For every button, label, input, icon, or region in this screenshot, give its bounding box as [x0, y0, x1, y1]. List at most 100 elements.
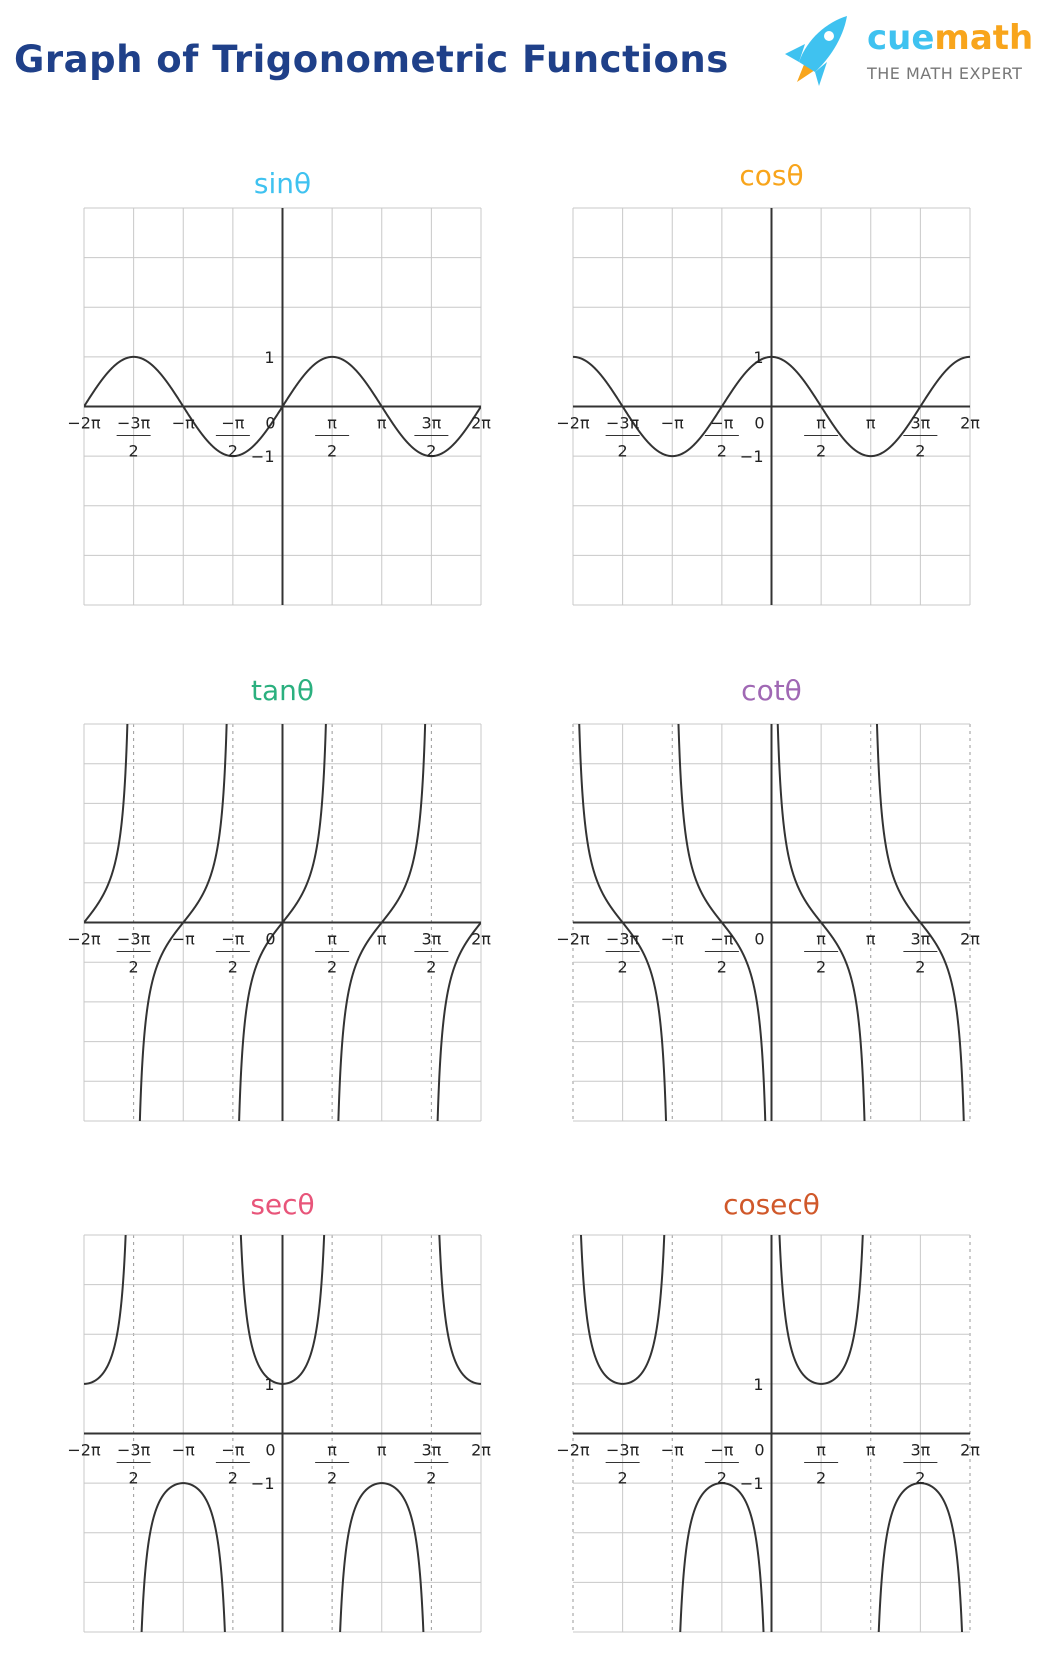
x-tick-label-denominator: 2	[327, 442, 337, 461]
x-tick-label: −3π	[606, 930, 640, 949]
x-tick-label: −π	[661, 930, 684, 949]
chart-title-sec: secθ	[250, 1188, 315, 1221]
x-tick-label: 3π	[910, 1441, 930, 1460]
y-tick-label: −1	[740, 447, 764, 466]
y-tick-label: −1	[251, 1474, 275, 1493]
x-tick-label-denominator: 2	[228, 958, 238, 977]
x-tick-label-denominator: 2	[816, 958, 826, 977]
y-tick-label: 1	[753, 348, 763, 367]
x-tick-label: −3π	[117, 1441, 151, 1460]
page-title: Graph of Trigonometric Functions	[14, 38, 729, 81]
x-tick-label-denominator: 2	[618, 442, 628, 461]
chart-title-cosec: cosecθ	[723, 1188, 820, 1221]
y-tick-label: −1	[740, 1474, 764, 1493]
x-tick-label-denominator: 2	[129, 442, 139, 461]
x-tick-label: −π	[221, 930, 244, 949]
rocket-icon	[785, 16, 847, 86]
x-tick-label: 2π	[471, 414, 491, 433]
x-tick-label-denominator: 2	[228, 1469, 238, 1488]
chart-title-cot: cotθ	[741, 674, 802, 707]
x-tick-label: −π	[710, 930, 733, 949]
x-tick-label: π	[866, 930, 876, 949]
x-tick-label: −2π	[67, 1441, 101, 1460]
x-tick-label: 2π	[960, 1441, 980, 1460]
x-tick-label: π	[816, 414, 826, 433]
x-tick-label: 3π	[421, 414, 441, 433]
chart-title-sin: sinθ	[253, 167, 312, 200]
x-tick-label-denominator: 2	[618, 1469, 628, 1488]
x-tick-label: 3π	[421, 1441, 441, 1460]
x-tick-label: −π	[221, 414, 244, 433]
series-line-cot	[578, 724, 965, 1121]
x-tick-label: −3π	[117, 930, 151, 949]
x-tick-label: −π	[661, 414, 684, 433]
x-tick-label: −2π	[67, 414, 101, 433]
x-tick-label-denominator: 2	[717, 442, 727, 461]
y-tick-label: 1	[264, 348, 274, 367]
x-tick-label: π	[816, 1441, 826, 1460]
x-tick-label: 2π	[471, 1441, 491, 1460]
x-tick-label-denominator: 2	[915, 1469, 925, 1488]
x-tick-label-denominator: 2	[426, 958, 436, 977]
x-tick-label-denominator: 2	[717, 958, 727, 977]
logo-wordmark: cuemath	[867, 18, 1033, 58]
x-tick-label-denominator: 2	[618, 958, 628, 977]
x-tick-label: −3π	[606, 1441, 640, 1460]
x-tick-label: π	[327, 930, 337, 949]
cuemath-logo: cuemath THE MATH EXPERT	[777, 14, 1037, 89]
x-tick-label: −2π	[67, 930, 101, 949]
x-tick-label: −2π	[556, 930, 590, 949]
x-tick-label: π	[866, 414, 876, 433]
x-tick-label: π	[377, 930, 387, 949]
x-tick-label: 0	[265, 930, 275, 949]
x-tick-label-denominator: 2	[426, 1469, 436, 1488]
x-tick-label: −2π	[556, 414, 590, 433]
x-tick-label-denominator: 2	[228, 442, 238, 461]
x-tick-label: −π	[172, 414, 195, 433]
chart-title-cos: cosθ	[739, 159, 804, 192]
x-tick-label-denominator: 2	[327, 958, 337, 977]
series-line-sin	[84, 355, 481, 458]
x-tick-label: 0	[754, 1441, 764, 1460]
x-tick-label: −2π	[556, 1441, 590, 1460]
x-tick-label: −π	[172, 930, 195, 949]
series-line-tan	[84, 724, 481, 1121]
y-tick-label: −1	[251, 447, 275, 466]
x-tick-label-denominator: 2	[816, 1469, 826, 1488]
x-tick-label-denominator: 2	[129, 1469, 139, 1488]
x-tick-label-denominator: 2	[915, 958, 925, 977]
x-tick-label: 2π	[960, 414, 980, 433]
series-line-sec	[84, 1235, 481, 1632]
x-tick-label-denominator: 2	[816, 442, 826, 461]
x-tick-label: π	[327, 1441, 337, 1460]
x-tick-label: π	[816, 930, 826, 949]
x-tick-label: π	[377, 414, 387, 433]
x-tick-label: 0	[265, 1441, 275, 1460]
logo-word-math: math	[934, 18, 1034, 58]
chart-title-tan: tanθ	[250, 674, 314, 707]
x-tick-label: −π	[710, 1441, 733, 1460]
x-tick-label: 3π	[910, 414, 930, 433]
x-tick-label: 3π	[421, 930, 441, 949]
x-tick-label: 2π	[471, 930, 491, 949]
x-tick-label-denominator: 2	[327, 1469, 337, 1488]
x-tick-label: −π	[710, 414, 733, 433]
x-tick-label: 2π	[960, 930, 980, 949]
x-tick-label: −3π	[117, 414, 151, 433]
y-tick-label: 1	[264, 1375, 274, 1394]
series-line-cosec	[579, 1235, 964, 1632]
x-tick-label-denominator: 2	[426, 442, 436, 461]
x-tick-label: 0	[754, 414, 764, 433]
x-tick-label: −π	[661, 1441, 684, 1460]
x-tick-label: π	[866, 1441, 876, 1460]
logo-tagline: THE MATH EXPERT	[867, 64, 1023, 83]
x-tick-label: −3π	[606, 414, 640, 433]
x-tick-label: −π	[172, 1441, 195, 1460]
x-tick-label-denominator: 2	[717, 1469, 727, 1488]
x-tick-label: 0	[754, 930, 764, 949]
series-line-cos	[573, 355, 970, 458]
